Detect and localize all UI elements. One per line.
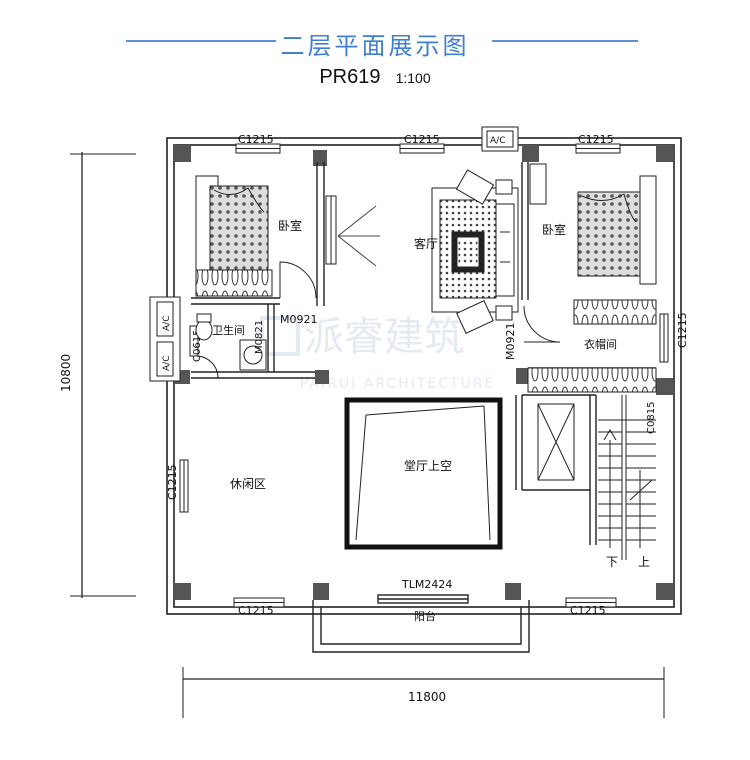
window-label-right: C1215 bbox=[676, 312, 689, 348]
sofa-set bbox=[431, 169, 519, 334]
room-label-bedroom-right: 卧室 bbox=[542, 222, 566, 237]
watermark: 派睿建筑 PAIRUI ARCHITECTURE bbox=[260, 314, 495, 392]
door-label-closet: M0921 bbox=[504, 323, 517, 361]
room-label-bedroom-left: 卧室 bbox=[278, 218, 302, 233]
bed-right bbox=[529, 163, 657, 285]
room-label-living: 客厅 bbox=[414, 236, 438, 251]
room-label-closet: 衣帽间 bbox=[584, 337, 617, 351]
plan-scale: 1:100 bbox=[395, 70, 431, 86]
staircase bbox=[598, 395, 656, 560]
bed-left bbox=[195, 175, 273, 297]
room-label-hall-void: 堂厅上空 bbox=[404, 459, 452, 473]
svg-text:A/C: A/C bbox=[162, 316, 172, 331]
page-title: 二层平面展示图 bbox=[280, 32, 470, 60]
window-label-bottom-left: C1215 bbox=[238, 604, 274, 617]
window-label-top-mid: C1215 bbox=[404, 133, 440, 146]
bathroom-fixtures bbox=[195, 313, 267, 379]
windows-bottom bbox=[233, 597, 617, 608]
watermark-en: PAIRUI ARCHITECTURE bbox=[300, 376, 495, 392]
window-label-stair: C0815 bbox=[646, 402, 657, 434]
columns bbox=[174, 145, 673, 600]
window-label-top-right: C1215 bbox=[578, 133, 614, 146]
watermark-logo bbox=[260, 316, 300, 356]
room-label-bathroom: 卫生间 bbox=[212, 323, 245, 337]
plan-subtitle: PR619 1:100 bbox=[0, 66, 750, 89]
elevator bbox=[537, 403, 575, 481]
windows-top bbox=[235, 143, 621, 154]
dimension-width bbox=[182, 667, 665, 718]
ac-unit-top: A/C bbox=[481, 126, 519, 152]
door-label-bath: M0821 bbox=[254, 320, 265, 354]
svg-text:A/C: A/C bbox=[490, 136, 505, 146]
window-label-bottom-right: C1215 bbox=[570, 604, 606, 617]
window-label-bath: C0615 bbox=[192, 330, 203, 362]
door-label-bedroom: M0921 bbox=[280, 313, 318, 326]
closet-racks bbox=[527, 299, 657, 393]
door-closet bbox=[523, 305, 561, 343]
title-bar: 二层平面展示图 bbox=[0, 24, 750, 60]
dimension-height bbox=[70, 152, 136, 598]
window-label-top-left: C1215 bbox=[238, 133, 274, 146]
windows-side bbox=[179, 313, 669, 513]
stair-label-up: 上 bbox=[638, 555, 650, 569]
room-label-balcony: 阳台 bbox=[414, 609, 436, 623]
balcony-door-label: TLM2424 bbox=[401, 578, 452, 591]
dimension-width-label: 11800 bbox=[408, 690, 446, 704]
watermark-cn: 派睿建筑 bbox=[304, 314, 464, 360]
svg-text:A/C: A/C bbox=[162, 356, 172, 371]
window-label-left: C1215 bbox=[166, 464, 179, 500]
ac-units-left: A/C A/C bbox=[149, 296, 181, 382]
dimension-height-label: 10800 bbox=[59, 354, 73, 392]
title-rule-right bbox=[492, 40, 638, 42]
room-label-leisure: 休闲区 bbox=[230, 477, 266, 491]
hall-void bbox=[344, 397, 503, 550]
plan-code: PR619 bbox=[319, 66, 381, 88]
tv-wall bbox=[325, 195, 380, 267]
stair-label-down: 下 bbox=[606, 555, 618, 569]
title-rule-left bbox=[126, 40, 276, 42]
door-bedroom-left bbox=[279, 261, 317, 299]
balcony bbox=[312, 594, 530, 653]
